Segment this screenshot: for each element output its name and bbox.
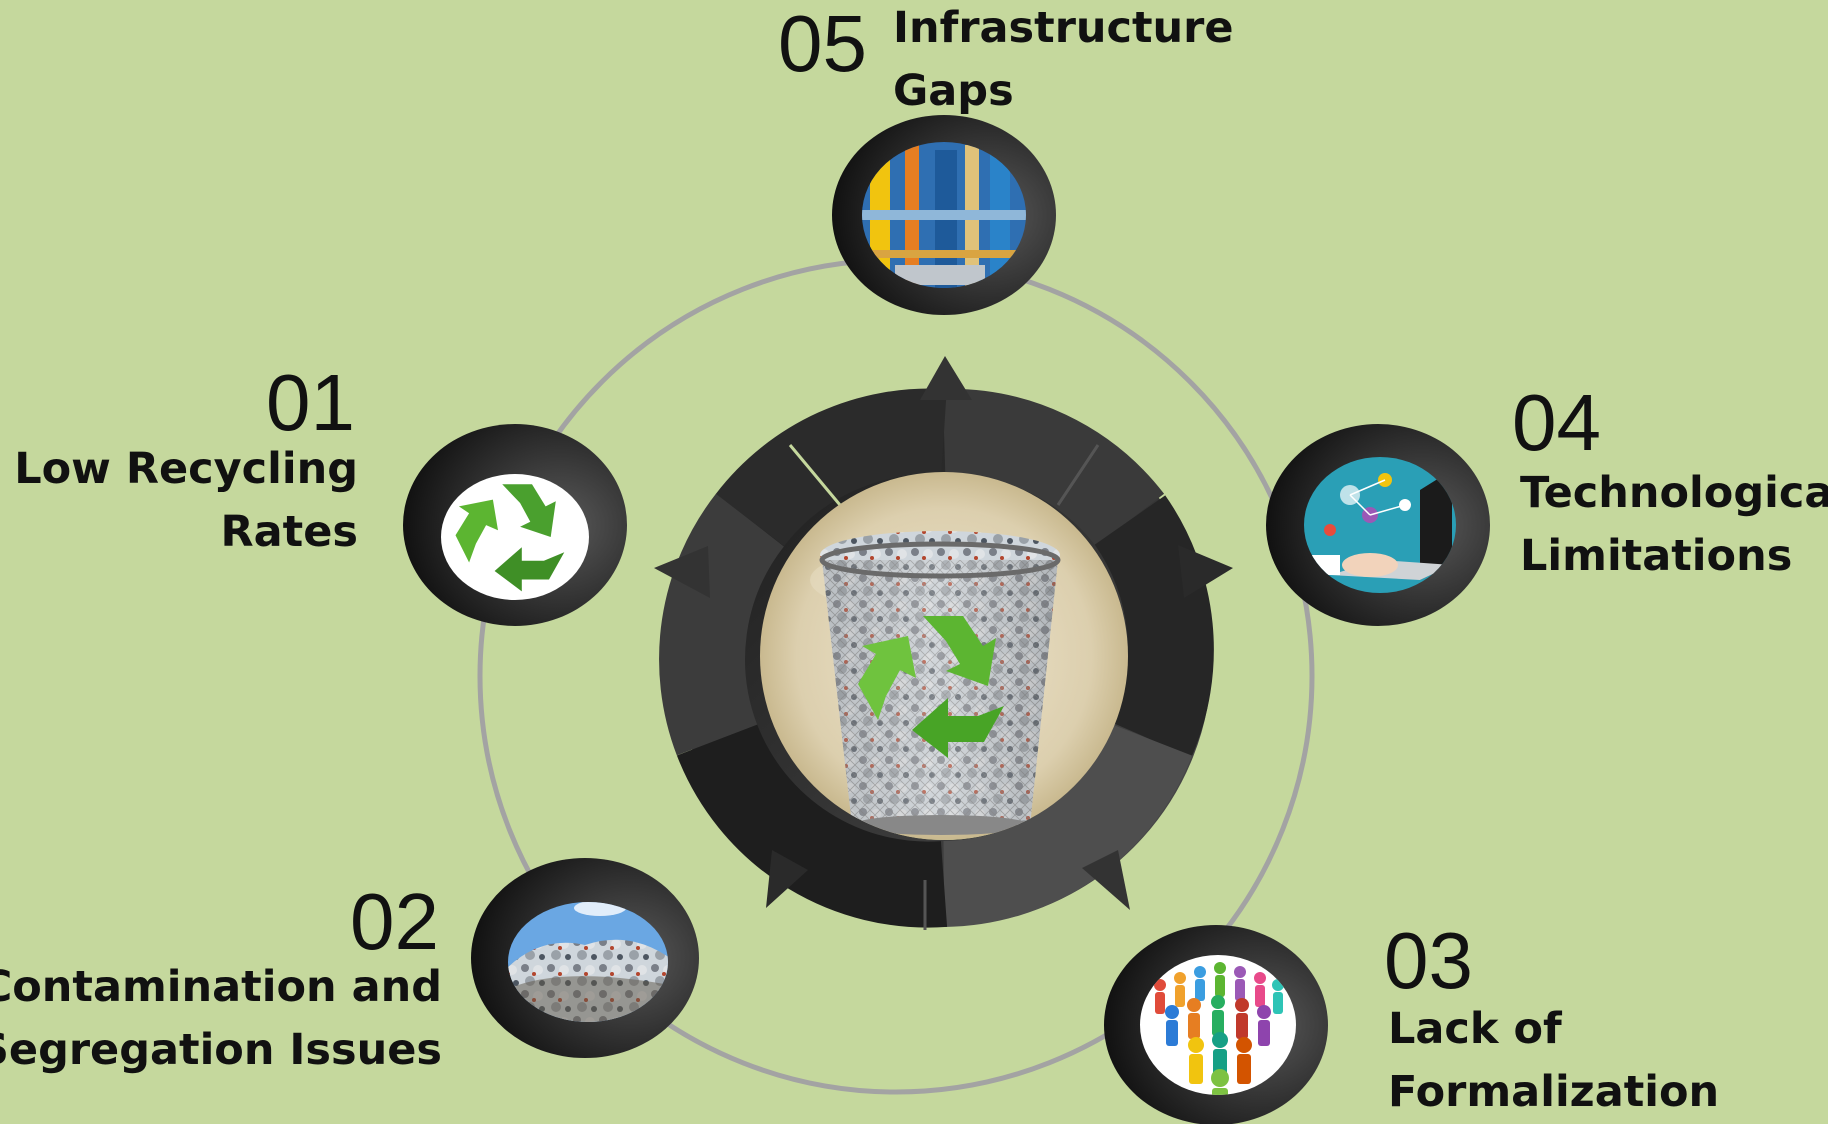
factory-icon [862,142,1026,288]
item-03-label-line2: Formalization [1388,1067,1720,1117]
item-05-number: 05 [778,0,867,88]
item-05-label-line2: Gaps [893,66,1014,116]
item-02-number: 02 [350,877,439,966]
item-01-frame [403,424,627,626]
item-04-label-line2: Limitations [1520,531,1793,581]
item-05-label: Infrastructure Gaps [893,0,1234,123]
item-03-number: 03 [1384,916,1473,1005]
item-04-label-line1: Technological [1520,468,1828,518]
item-04-frame [1266,424,1490,626]
item-01-label: Low Recycling Rates [14,438,358,564]
item-01-number: 01 [266,358,355,447]
item-02-label: Contamination and Segregation Issues [0,956,442,1082]
item-03-label: Lack of Formalization [1388,998,1719,1124]
people-crowd-icon [1154,962,1284,1095]
item-03-frame [1104,925,1328,1124]
item-03-label-line1: Lack of [1388,1004,1562,1054]
recycle-icon-center [858,616,1004,758]
item-02-frame [471,858,699,1058]
item-01-label-line1: Low Recycling [14,444,358,494]
center-recycle-bin [760,472,1128,840]
item-04-number: 04 [1512,378,1601,467]
laptop-network-icon [1304,457,1456,593]
cycle-arrows [654,356,1233,930]
item-05-frame [832,115,1056,315]
recycle-icon [455,484,565,592]
item-05-label-line1: Infrastructure [893,3,1234,53]
item-01-label-line2: Rates [220,507,358,557]
item-02-label-line1: Contamination and [0,962,442,1012]
item-02-label-line2: Segregation Issues [0,1025,442,1075]
item-04-label: Technological Limitations [1520,462,1828,588]
